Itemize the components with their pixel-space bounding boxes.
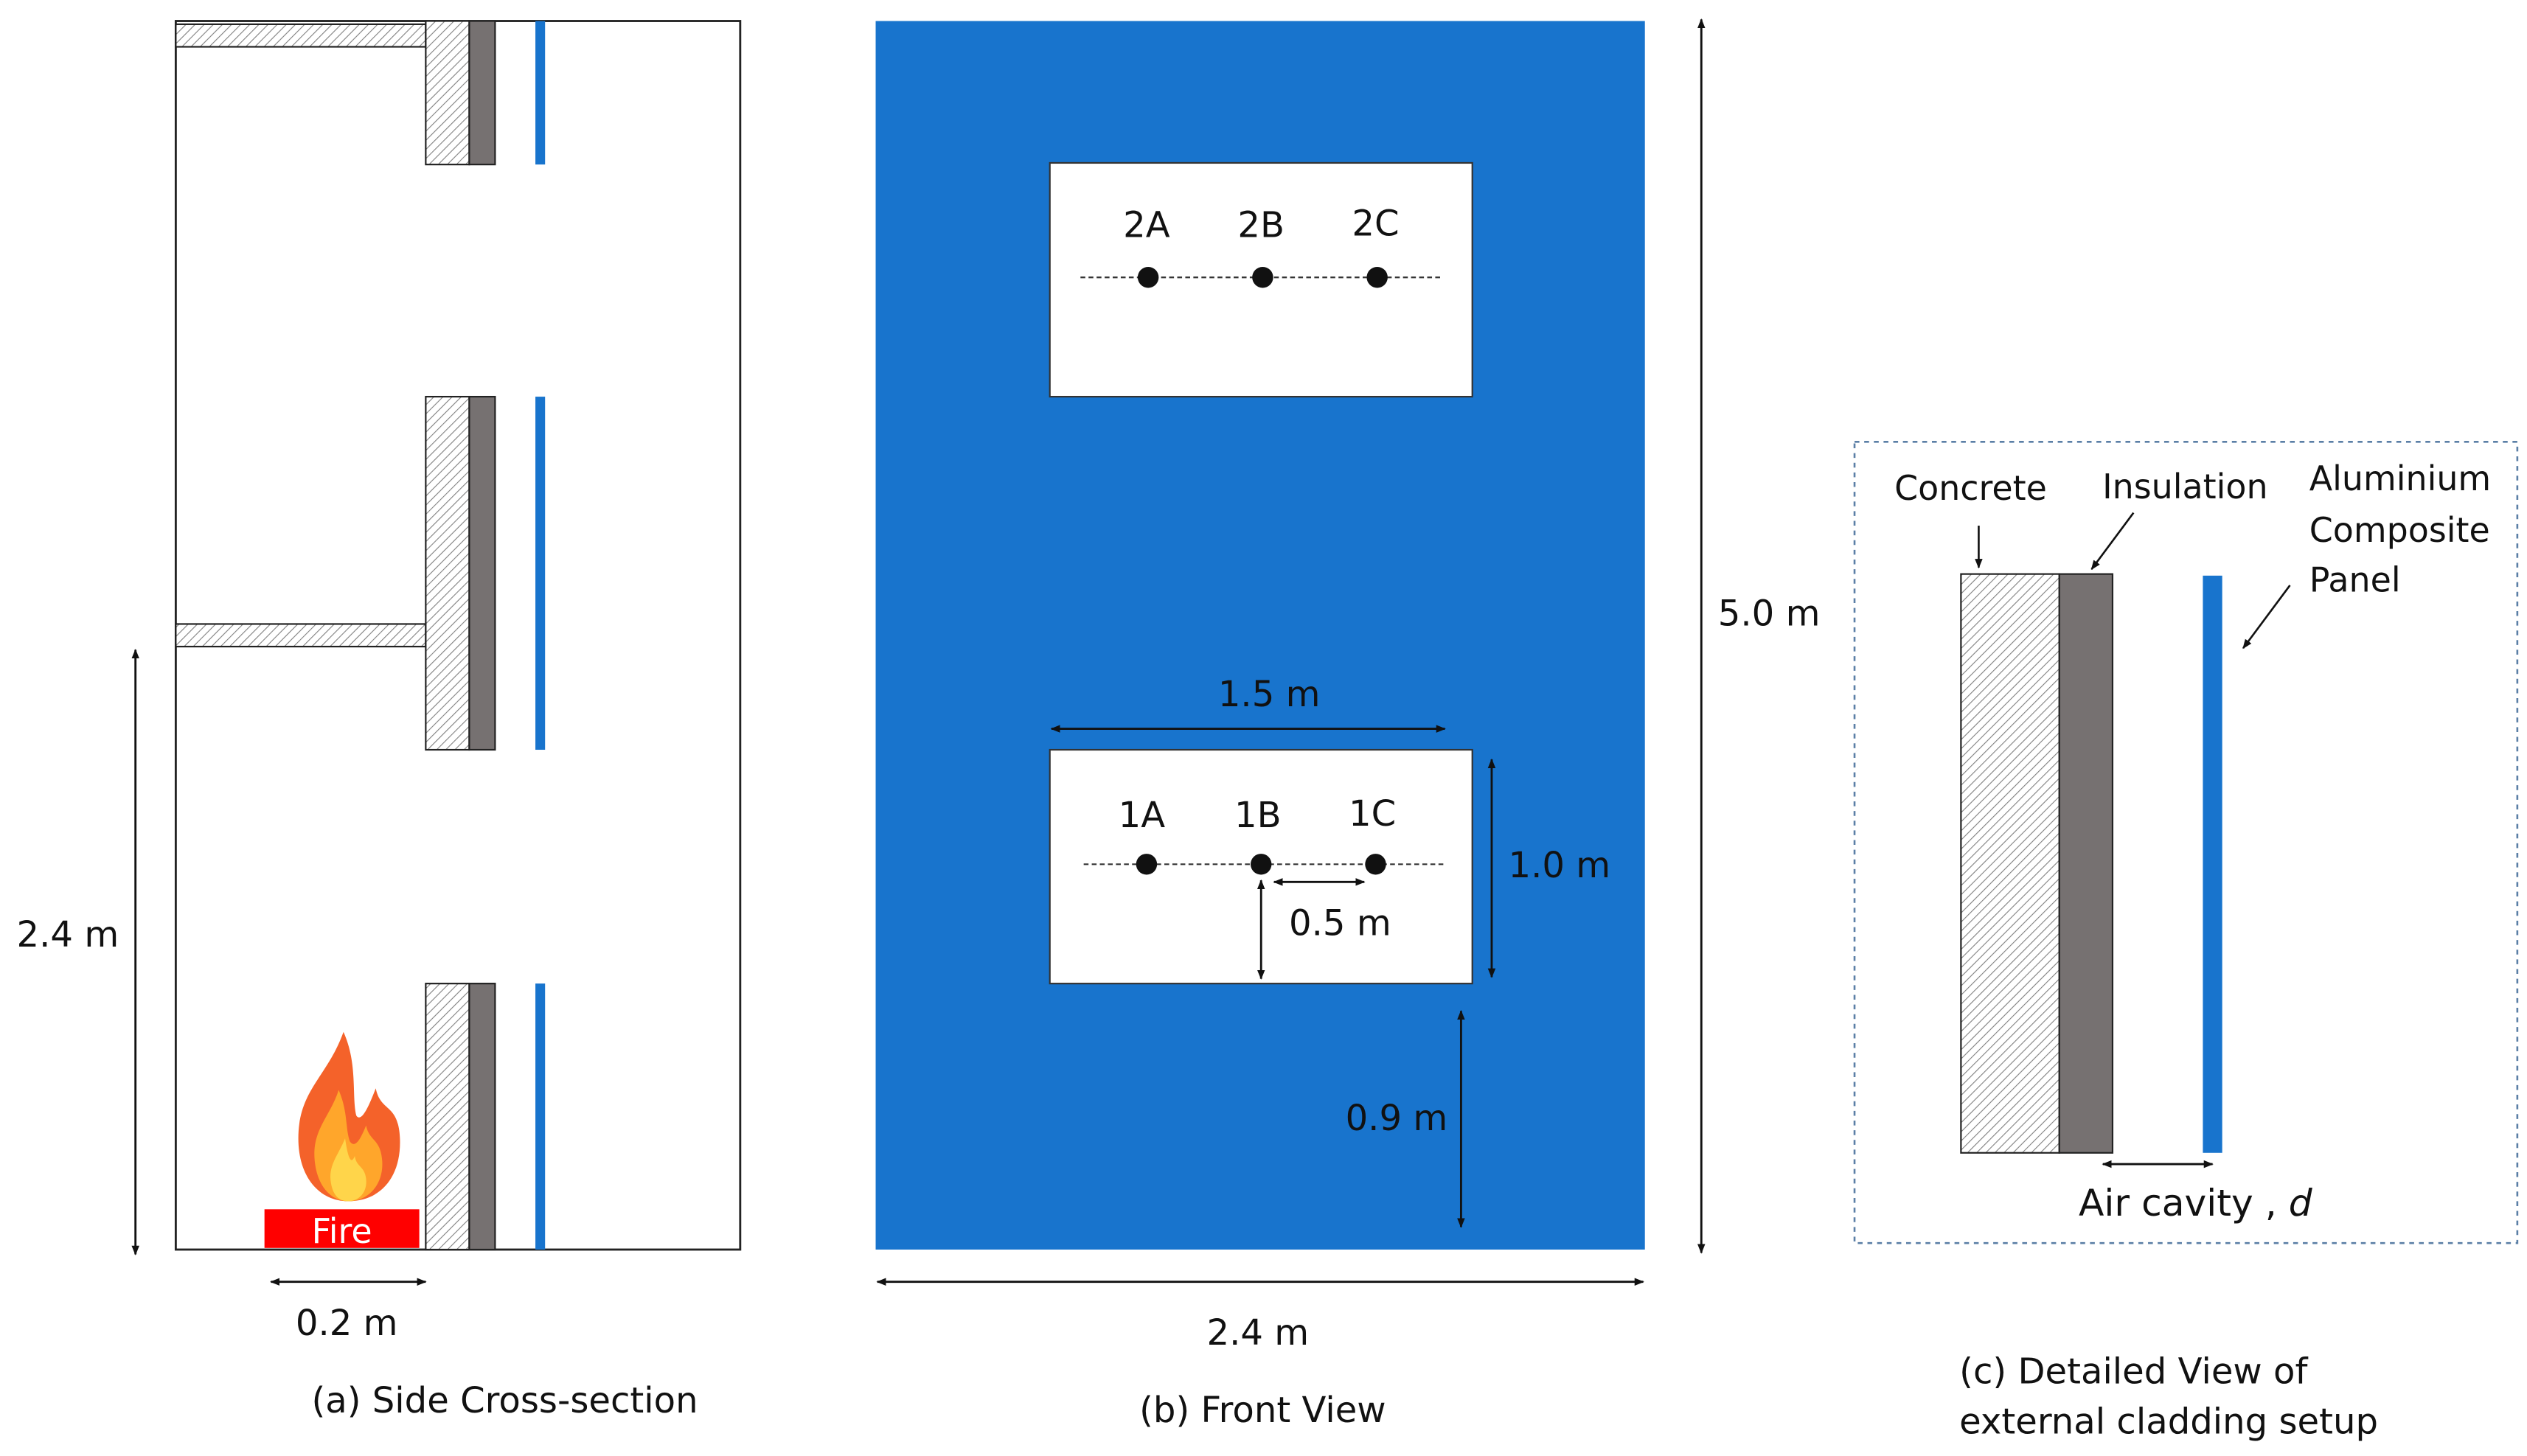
caption-c-line2: external cladding setup [1959, 1401, 2378, 1442]
flame-icon [298, 1031, 400, 1202]
label-2a: 2A [1123, 205, 1170, 246]
panel-label-line3: Panel [2309, 560, 2401, 600]
concrete-layer [1960, 573, 2060, 1154]
fire-label: Fire [312, 1211, 372, 1251]
window-width-label: 1.5 m [1218, 674, 1321, 715]
label-1a: 1A [1119, 795, 1166, 836]
panel-b-front-view: 2A 2B 2C 1A 1B 1C 1.5 m 1.0 m 0.5 m 0.9 … [875, 18, 1821, 1431]
air-cavity-label: Air cavity , d [2079, 1181, 2313, 1225]
air-cavity-text: Air cavity , [2079, 1181, 2277, 1225]
concrete-label: Concrete [1894, 468, 2047, 508]
point-1b [1251, 854, 1272, 875]
sill-height-label: 0.9 m [1346, 1098, 1448, 1139]
window-height-label: 1.0 m [1508, 845, 1610, 886]
air-cavity-variable: d [2289, 1181, 2313, 1225]
point-1a [1136, 854, 1158, 875]
height-dimension-label: 2.4 m [17, 914, 119, 955]
width-dimension-label: 0.2 m [296, 1303, 398, 1344]
caption-b: (b) Front View [1139, 1390, 1386, 1431]
point-2b [1252, 267, 1273, 288]
label-1b: 1B [1234, 795, 1282, 836]
point-2a [1137, 267, 1159, 288]
panel-pointer [2242, 585, 2291, 649]
facade-width-label: 2.4 m [1207, 1312, 1310, 1354]
point-spacing-label: 0.5 m [1289, 903, 1391, 944]
middle-slab [175, 623, 427, 648]
detail-dashed-frame [1853, 440, 2519, 1244]
panel-label-line2: Composite [2309, 510, 2490, 550]
insulation-pointer [2090, 512, 2135, 571]
wall-segment-middle [425, 395, 546, 751]
wall-segment-bottom [425, 983, 546, 1251]
panel-c-detail-view: Concrete Insulation Aluminium Composite … [1853, 440, 2519, 1442]
aluminium-panel [2203, 575, 2222, 1153]
caption-a: (a) Side Cross-section [311, 1380, 698, 1421]
top-slab [175, 23, 427, 48]
point-1c [1365, 854, 1386, 875]
label-2c: 2C [1352, 203, 1399, 244]
label-1c: 1C [1349, 793, 1396, 835]
caption-c-line1: (c) Detailed View of [1959, 1351, 2308, 1393]
point-2c [1366, 267, 1388, 288]
facade-height-label: 5.0 m [1718, 593, 1821, 635]
wall-segment-top [425, 20, 546, 166]
panel-a-side-section: Fire 2.4 m 0.2 m (a) Side Cross-section [17, 20, 742, 1421]
insulation-label: Insulation [2102, 467, 2267, 506]
panel-label-line1: Aluminium [2309, 459, 2491, 498]
label-2b: 2B [1237, 205, 1285, 246]
insulation-layer [2058, 573, 2114, 1154]
fire-source [264, 1209, 420, 1248]
